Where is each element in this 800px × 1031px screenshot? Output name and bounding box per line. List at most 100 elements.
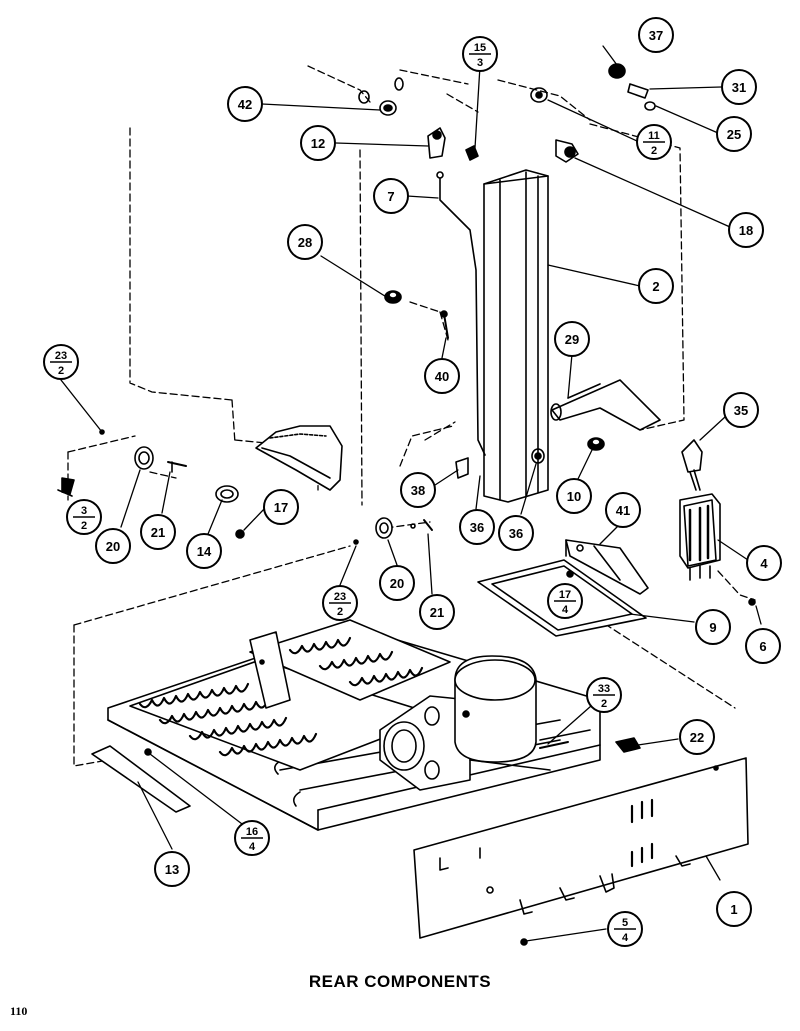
page-number: 110 xyxy=(10,1004,28,1018)
callout-circle xyxy=(424,358,460,394)
callout-quantity: 2 xyxy=(601,698,607,710)
callout-quantity: 2 xyxy=(651,145,657,157)
callout-42: 42 xyxy=(227,86,263,122)
callout-circle xyxy=(263,489,299,525)
callout-1: 1 xyxy=(716,891,752,927)
callout-circle xyxy=(459,509,495,545)
callout-33-2: 332 xyxy=(586,677,622,713)
callout-number: 10 xyxy=(567,489,581,504)
callout-number: 15 xyxy=(474,42,486,54)
callout-circle xyxy=(716,891,752,927)
callout-2: 2 xyxy=(638,268,674,304)
callout-circle xyxy=(723,392,759,428)
leader-lines xyxy=(60,45,762,942)
callout-number: 2 xyxy=(652,279,659,294)
callout-circle xyxy=(227,86,263,122)
callout-31: 31 xyxy=(721,69,757,105)
callout-quantity: 2 xyxy=(81,520,87,532)
callout-number: 31 xyxy=(732,80,746,95)
callout-number: 22 xyxy=(690,730,704,745)
callout-number: 11 xyxy=(648,130,660,142)
callout-quantity: 4 xyxy=(562,604,569,616)
callout-29: 29 xyxy=(554,321,590,357)
callout-6: 6 xyxy=(745,628,781,664)
callout-circle xyxy=(154,851,190,887)
callout-circle xyxy=(638,268,674,304)
callout-11-2: 112 xyxy=(636,124,672,160)
callout-quantity: 4 xyxy=(622,932,629,944)
compressor-assembly xyxy=(379,655,591,791)
callout-number: 12 xyxy=(311,136,325,151)
callout-21-center: 21 xyxy=(419,594,455,630)
callout-number: 33 xyxy=(598,683,610,695)
callout-number: 21 xyxy=(430,605,444,620)
callout-circle xyxy=(186,533,222,569)
callout-number: 28 xyxy=(298,235,312,250)
callout-number: 29 xyxy=(565,332,579,347)
callout-circle xyxy=(554,321,590,357)
callout-36-left: 36 xyxy=(459,509,495,545)
callout-quantity: 3 xyxy=(477,57,483,69)
clip-22 xyxy=(615,737,641,753)
callout-17: 17 xyxy=(263,489,299,525)
callout-28: 28 xyxy=(287,224,323,260)
callout-3-2: 32 xyxy=(66,499,102,535)
callout-circle xyxy=(140,514,176,550)
grommet-and-screw xyxy=(384,290,449,339)
callout-number: 9 xyxy=(709,620,716,635)
callout-circle xyxy=(95,528,131,564)
condenser-shroud xyxy=(255,425,343,491)
callout-number: 20 xyxy=(106,539,120,554)
callout-5-4: 54 xyxy=(607,911,643,947)
callout-40: 40 xyxy=(424,358,460,394)
callout-circle xyxy=(638,17,674,53)
callout-number: 42 xyxy=(238,97,252,112)
callout-36-right: 36 xyxy=(498,515,534,551)
callout-number: 16 xyxy=(246,826,258,838)
callout-number: 23 xyxy=(55,350,67,362)
callout-circle xyxy=(400,472,436,508)
callout-number: 25 xyxy=(727,127,741,142)
callout-17-4: 174 xyxy=(547,583,583,619)
callout-circle xyxy=(419,594,455,630)
callout-number: 6 xyxy=(759,639,766,654)
callout-number: 17 xyxy=(559,589,571,601)
callout-9: 9 xyxy=(695,609,731,645)
callout-number: 23 xyxy=(334,591,346,603)
callout-circle xyxy=(745,628,781,664)
callout-21-left: 21 xyxy=(140,514,176,550)
callout-16-4: 164 xyxy=(234,820,270,856)
callout-number: 5 xyxy=(622,917,628,929)
callout-circle xyxy=(373,178,409,214)
callout-number: 38 xyxy=(411,483,425,498)
callout-number: 36 xyxy=(470,520,484,535)
bracket-41 xyxy=(565,539,649,595)
callout-number: 36 xyxy=(509,526,523,541)
callout-quantity: 4 xyxy=(249,841,256,853)
callout-38: 38 xyxy=(400,472,436,508)
callout-number: 37 xyxy=(649,28,663,43)
callout-25: 25 xyxy=(716,116,752,152)
callout-circle xyxy=(556,478,592,514)
callout-20-left: 20 xyxy=(95,528,131,564)
drain-tube xyxy=(439,175,486,456)
callout-circle xyxy=(716,116,752,152)
callout-number: 3 xyxy=(81,505,87,517)
callout-circle xyxy=(721,69,757,105)
callout-number: 14 xyxy=(197,544,212,559)
callout-number: 4 xyxy=(760,556,768,571)
callout-circle xyxy=(746,545,782,581)
callout-number: 1 xyxy=(730,902,737,917)
center-hardware xyxy=(353,517,433,545)
condenser-coil xyxy=(129,619,451,771)
callout-10: 10 xyxy=(556,478,592,514)
callout-14: 14 xyxy=(186,533,222,569)
callout-number: 40 xyxy=(435,369,449,384)
callout-circle xyxy=(679,719,715,755)
callout-number: 21 xyxy=(151,525,165,540)
rear-panel-channel xyxy=(483,169,549,503)
callout-4: 4 xyxy=(746,545,782,581)
callout-number: 13 xyxy=(165,862,179,877)
callout-number: 41 xyxy=(616,503,630,518)
cabinet-outline xyxy=(67,65,756,767)
